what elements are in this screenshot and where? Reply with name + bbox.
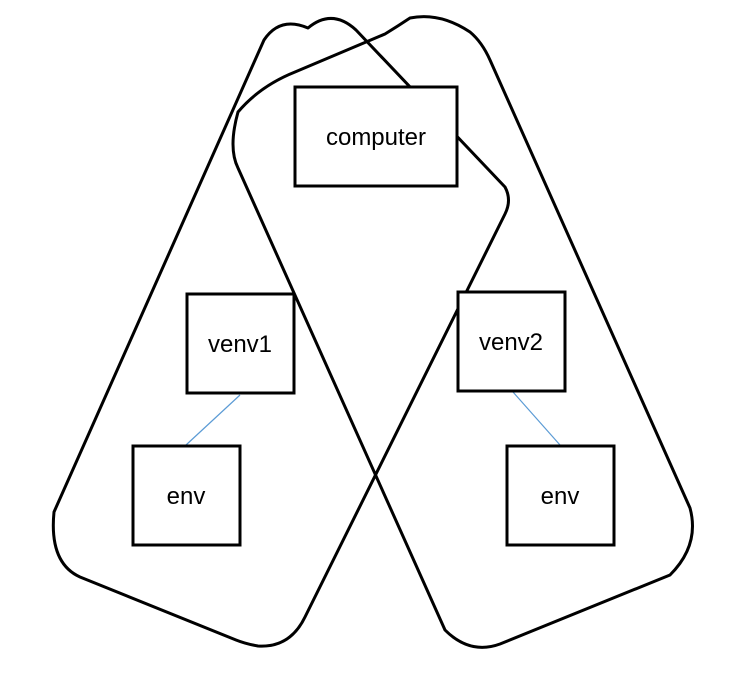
node-computer-label: computer [326,124,426,151]
node-env-right-label: env [541,483,580,510]
node-env-left-label: env [167,483,206,510]
node-venv1-label: venv1 [208,331,272,358]
node-venv2: venv2 [456,290,567,393]
connector-venv2-env [512,391,561,446]
node-env-left: env [131,444,242,547]
connector-venv1-env [185,394,241,446]
node-venv1: venv1 [185,292,296,395]
right-enclosure [231,15,694,649]
node-env-right: env [505,444,616,547]
node-venv2-label: venv2 [479,329,543,356]
node-computer: computer [293,85,459,188]
left-enclosure [51,17,510,648]
